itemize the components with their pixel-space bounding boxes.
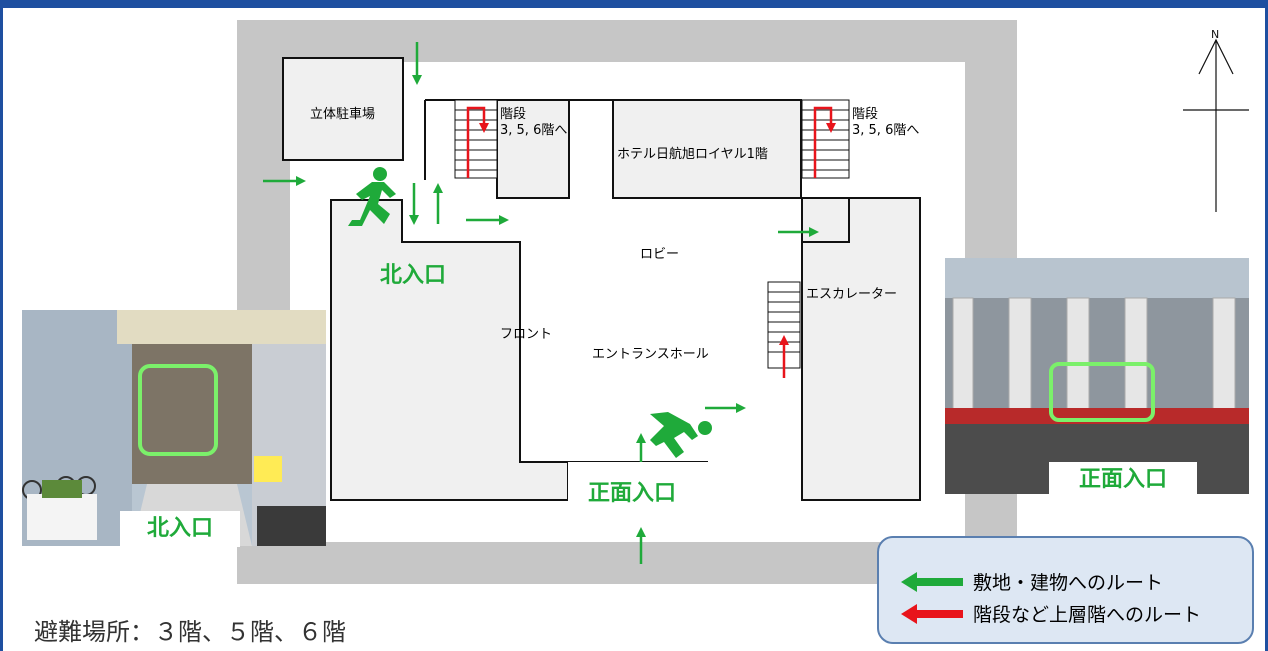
parking-label: 立体駐車場 <box>310 107 375 122</box>
stairs-left <box>454 99 498 179</box>
stairs-right-sub: 3, 5, 6階へ <box>852 123 919 138</box>
red-route-stairs-left <box>466 106 489 178</box>
compass-north-label: N <box>1211 28 1219 41</box>
north-entrance-photo-art <box>22 310 326 546</box>
north-entrance-photo <box>22 310 326 546</box>
hotel-block <box>612 99 802 199</box>
green-arrow-icon <box>901 571 963 592</box>
refuge-floors-text: 避難場所：３階、５階、６階 <box>34 618 346 646</box>
main-entrance-label: 正面入口 <box>588 481 676 506</box>
red-route-stairs-right <box>813 106 836 178</box>
stairs-left-title: 階段 <box>500 107 526 122</box>
top-border <box>0 0 1268 8</box>
route-legend: 敷地・建物へのルート 階段など上層階へのルート <box>877 536 1254 644</box>
lobby-label: ロビー <box>640 247 679 262</box>
main-entrance-photo-caption: 正面入口 <box>1049 462 1197 498</box>
right-wing <box>801 197 921 501</box>
legend-row-red: 階段など上層階へのルート <box>901 600 1201 627</box>
stair-room-left <box>496 99 570 199</box>
main-entrance-photo <box>945 258 1249 494</box>
legend-red-label: 階段など上層階へのルート <box>973 604 1202 626</box>
north-entrance-label: 北入口 <box>380 263 446 288</box>
stairs-right-title: 階段 <box>852 107 878 122</box>
left-border <box>0 0 3 651</box>
running-person-icon <box>348 167 396 226</box>
legend-green-label: 敷地・建物へのルート <box>973 572 1164 594</box>
right-border <box>1265 0 1268 651</box>
main-entrance-photo-art <box>945 258 1249 494</box>
red-arrow-icon <box>901 603 963 624</box>
main-entrance-label-bg <box>576 474 722 510</box>
stairs-right <box>801 99 850 179</box>
compass-icon <box>1183 38 1249 212</box>
parking-block <box>282 57 404 161</box>
entrance-hall-label: エントランスホール <box>592 347 709 362</box>
running-person-icon <box>650 412 712 458</box>
front-label: フロント <box>500 327 552 342</box>
corridor-outline <box>424 99 850 463</box>
stairs-left-sub: 3, 5, 6階へ <box>500 123 567 138</box>
escalator-label: エスカレーター <box>806 287 897 302</box>
legend-row-green: 敷地・建物へのルート <box>901 568 1163 595</box>
north-entrance-photo-caption: 北入口 <box>120 511 240 547</box>
hotel-label: ホテル日航旭ロイヤル1階 <box>617 146 768 162</box>
